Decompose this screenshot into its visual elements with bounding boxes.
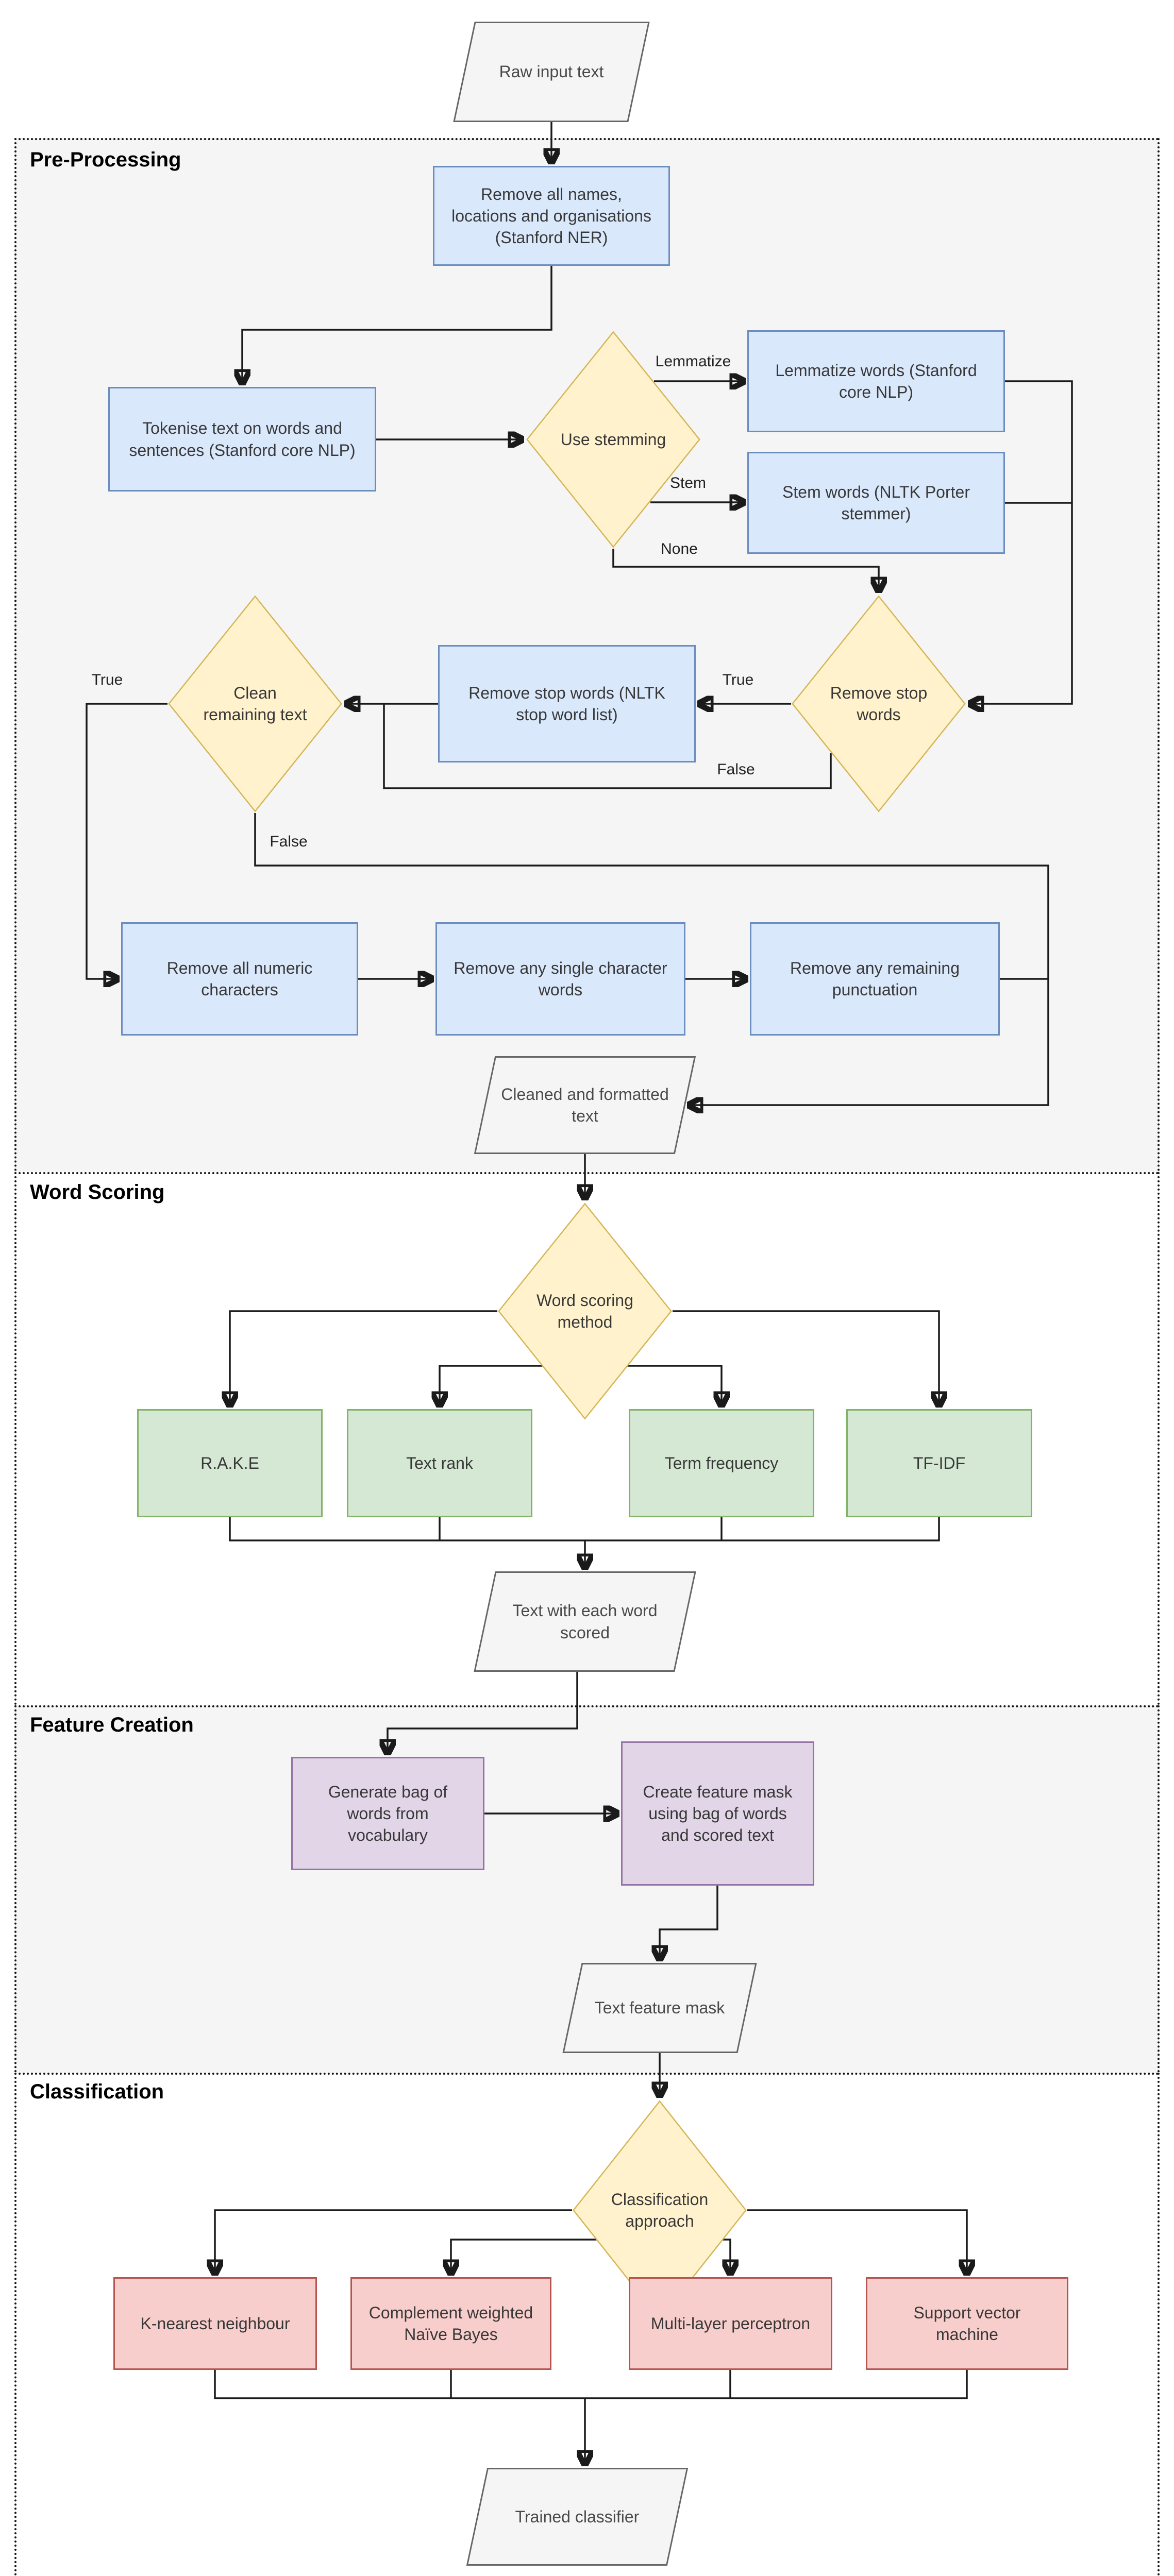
node-text-rank-label: Text rank: [406, 1453, 473, 1472]
io-raw-input-text: Raw input text: [453, 22, 650, 122]
section-label-feature-creation: Feature Creation: [30, 1714, 194, 1736]
decision-use-stemming-label: Use stemming: [560, 430, 666, 449]
node-lemmatize-words-label: Lemmatize words (Stanford core NLP): [775, 361, 977, 401]
node-tfidf-label: TF-IDF: [913, 1453, 966, 1472]
io-scored-text-label: Text with each word scored: [512, 1601, 658, 1642]
node-bag-of-words-label: Generate bag of words from vocabulary: [328, 1782, 448, 1845]
node-knn-label: K-nearest neighbour: [140, 2314, 290, 2333]
edge-label-none: None: [661, 540, 698, 557]
decision-classification-approach-label: Classification approach: [611, 2190, 709, 2230]
io-cleaned-text-label: Cleaned and formatted text: [501, 1084, 669, 1125]
diamond-shape: [167, 595, 343, 813]
node-stem-words: Stem words (NLTK Porter stemmer): [747, 452, 1005, 554]
node-rake: R.A.K.E: [137, 1409, 323, 1517]
node-knn: K-nearest neighbour: [113, 2277, 317, 2370]
edge-label-clean-false: False: [270, 833, 308, 850]
node-term-frequency-label: Term frequency: [664, 1453, 779, 1472]
edge-label-remove-stop-false: False: [717, 761, 755, 778]
node-remove-stop-words: Remove stop words (NLTK stop word list): [438, 645, 696, 762]
section-label-pre-processing: Pre-Processing: [30, 148, 181, 171]
node-remove-stop-words-label: Remove stop words (NLTK stop word list): [468, 683, 665, 724]
node-svm: Support vector machine: [866, 2277, 1068, 2370]
node-lemmatize-words: Lemmatize words (Stanford core NLP): [747, 330, 1005, 432]
node-mlp-label: Multi-layer perceptron: [650, 2314, 811, 2333]
io-raw-input-text-label: Raw input text: [499, 62, 604, 81]
decision-remove-stop-words: Remove stop words: [791, 595, 966, 813]
node-remove-numeric: Remove all numeric characters: [121, 922, 358, 1036]
node-remove-punct: Remove any remaining punctuation: [750, 922, 1000, 1036]
io-scored-text: Text with each word scored: [474, 1571, 696, 1672]
decision-word-scoring-method: Word scoring method: [497, 1202, 673, 1420]
node-rake-label: R.A.K.E: [200, 1453, 259, 1472]
diamond-shape: [791, 595, 966, 813]
io-trained-classifier-label: Trained classifier: [515, 2507, 640, 2526]
node-feature-mask: Create feature mask using bag of words a…: [621, 1741, 814, 1886]
decision-clean-remaining-text: Clean remaining text: [167, 595, 343, 813]
decision-use-stemming: Use stemming: [526, 330, 701, 549]
section-label-classification: Classification: [30, 2080, 164, 2103]
node-feature-mask-label: Create feature mask using bag of words a…: [643, 1782, 793, 1845]
decision-word-scoring-method-label: Word scoring method: [536, 1291, 633, 1331]
io-text-feature-mask-label: Text feature mask: [594, 1998, 725, 2018]
node-remove-single-label: Remove any single character words: [454, 958, 667, 999]
node-stem-words-label: Stem words (NLTK Porter stemmer): [782, 482, 970, 523]
edge-label-remove-stop-true: True: [722, 671, 754, 688]
node-remove-names-label: Remove all names, locations and organisa…: [451, 184, 651, 247]
edge-label-clean-true: True: [91, 671, 123, 688]
node-tokenise: Tokenise text on words and sentences (St…: [108, 387, 376, 492]
node-remove-single: Remove any single character words: [435, 922, 685, 1036]
node-remove-names: Remove all names, locations and organisa…: [433, 166, 670, 266]
node-mlp: Multi-layer perceptron: [629, 2277, 832, 2370]
node-cnb: Complement weighted Naïve Bayes: [350, 2277, 551, 2370]
node-bag-of-words: Generate bag of words from vocabulary: [291, 1757, 484, 1870]
io-cleaned-text: Cleaned and formatted text: [474, 1056, 696, 1154]
node-term-frequency: Term frequency: [629, 1409, 814, 1517]
node-text-rank: Text rank: [347, 1409, 532, 1517]
node-cnb-label: Complement weighted Naïve Bayes: [368, 2303, 533, 2344]
diamond-shape: [526, 330, 701, 549]
edge-label-stem: Stem: [669, 474, 707, 492]
node-remove-numeric-label: Remove all numeric characters: [166, 958, 313, 999]
node-remove-punct-label: Remove any remaining punctuation: [790, 958, 960, 999]
io-text-feature-mask: Text feature mask: [562, 1963, 757, 2053]
decision-remove-stop-words-label: Remove stop words: [830, 683, 928, 724]
node-svm-label: Support vector machine: [913, 2303, 1021, 2344]
edge-label-lemmatize: Lemmatize: [655, 353, 731, 370]
node-tfidf: TF-IDF: [846, 1409, 1032, 1517]
decision-clean-remaining-text-label: Clean remaining text: [203, 683, 307, 724]
io-trained-classifier: Trained classifier: [466, 2468, 689, 2566]
node-tokenise-label: Tokenise text on words and sentences (St…: [129, 419, 356, 460]
section-label-word-scoring: Word Scoring: [30, 1181, 165, 1204]
